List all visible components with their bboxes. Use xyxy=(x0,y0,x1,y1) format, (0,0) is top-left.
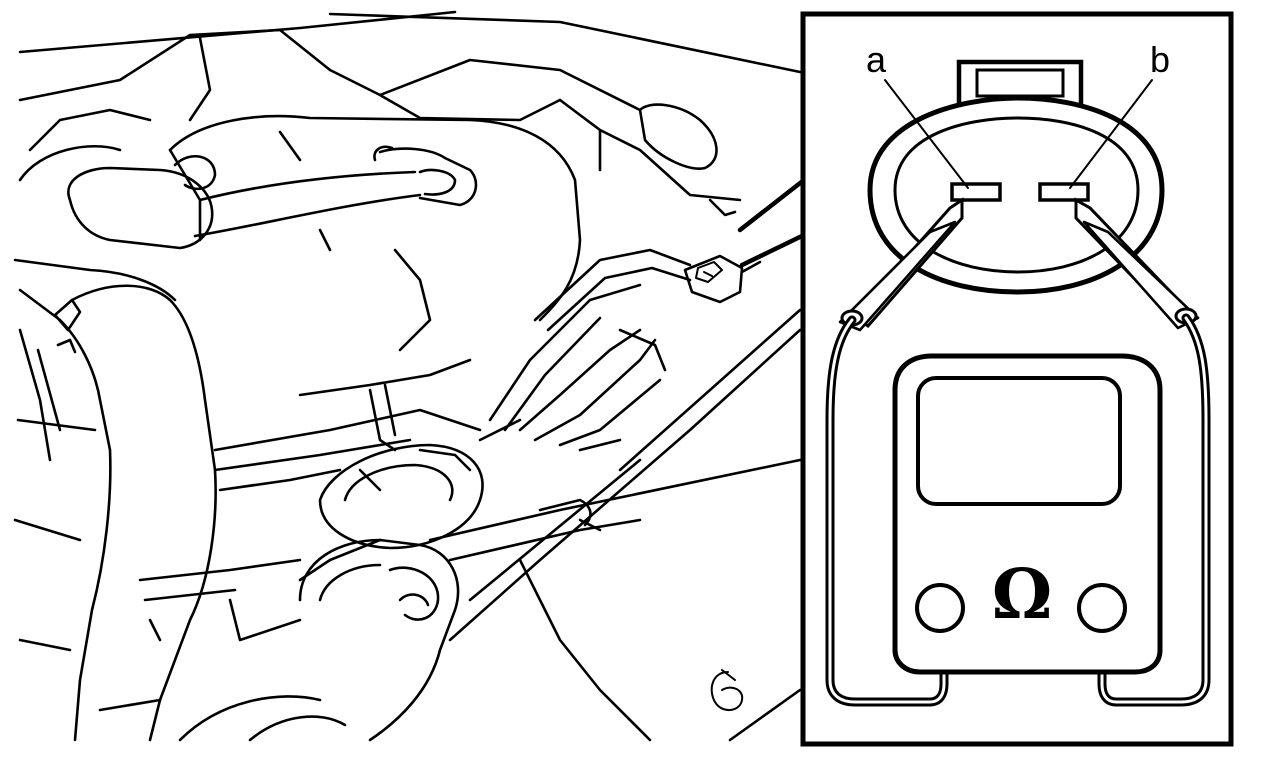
probe-a xyxy=(838,220,957,332)
terminal-b-label: b xyxy=(1150,39,1170,80)
terminal-a-label: a xyxy=(866,39,887,80)
callout-leader xyxy=(737,177,807,268)
terminal-a xyxy=(950,182,1002,202)
multimeter: Ω xyxy=(892,353,1163,675)
test-leads xyxy=(825,313,1211,707)
terminal-b xyxy=(1038,182,1090,202)
sensor-connector xyxy=(683,254,762,304)
connector-face xyxy=(867,59,1165,295)
probe-b xyxy=(1082,220,1200,330)
engine-bay-illustration xyxy=(13,10,802,742)
test-probes xyxy=(838,197,1200,332)
ohm-symbol: Ω xyxy=(992,555,1053,635)
terminal-labels: a b xyxy=(866,39,1170,189)
multimeter-display xyxy=(916,376,1122,506)
meter-jack-left xyxy=(915,583,965,633)
meter-jack-right xyxy=(1077,583,1127,633)
